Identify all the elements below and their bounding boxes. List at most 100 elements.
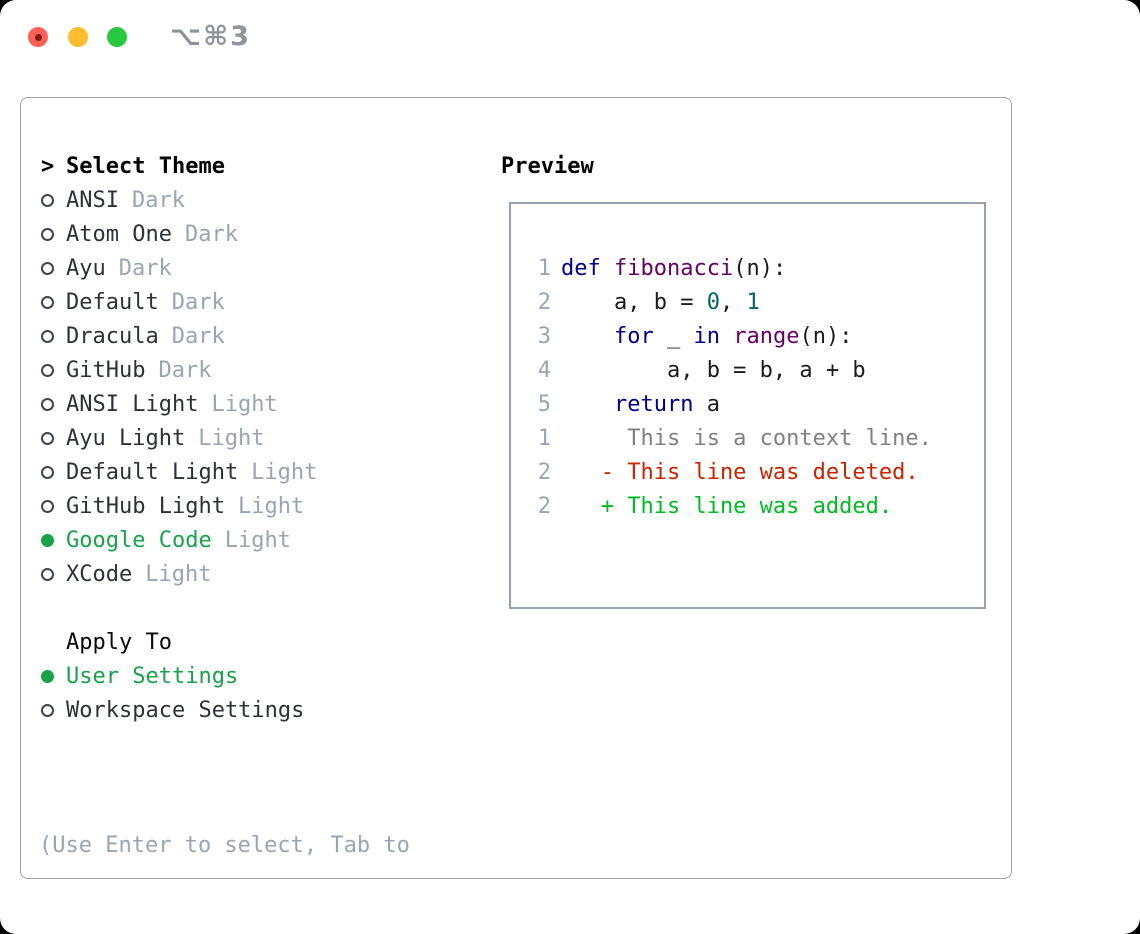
theme-option[interactable]: Atom One Dark [39, 217, 317, 251]
theme-name: Ayu [66, 255, 106, 281]
preview-box: 1 def fibonacci(n): 2 a, b = 0, 1 3 for … [509, 202, 986, 609]
code-token: in [693, 324, 720, 349]
radio-icon [41, 703, 54, 717]
apply-to-title: Apply To [66, 629, 172, 655]
code-line: 1 def fibonacci(n): [523, 252, 984, 286]
theme-name: Default Light [66, 459, 239, 485]
radio-icon [41, 465, 54, 479]
line-number: 5 [537, 392, 551, 417]
code-line: 3 for _ in range(n): [523, 320, 984, 354]
apply-to-option[interactable]: Workspace Settings [39, 693, 304, 727]
radio-icon [41, 193, 54, 207]
theme-variant: Dark [118, 255, 172, 281]
theme-option[interactable]: XCode Light [39, 557, 317, 591]
theme-variant: Light [224, 527, 291, 553]
line-number: 4 [537, 358, 551, 383]
theme-name: Default [66, 289, 159, 315]
code-token: 1 [746, 290, 760, 315]
code-token: fibonacci [614, 256, 734, 281]
line-content: a, b = 0, 1 [561, 286, 760, 320]
theme-name: XCode [66, 561, 133, 587]
preview-title: Preview [501, 153, 594, 179]
line-number: 2 [537, 460, 551, 485]
code-token: def [561, 256, 601, 281]
theme-option[interactable]: ANSI Light Light [39, 387, 317, 421]
select-theme-title: Select Theme [66, 153, 225, 179]
code-line: 4 a, b = b, a + b [523, 354, 984, 388]
apply-to-list: User Settings Workspace Settings [39, 659, 304, 727]
theme-option[interactable]: Ayu Dark [39, 251, 317, 285]
code-line: 2 - This line was deleted. [523, 456, 984, 490]
code-token: , [719, 290, 747, 315]
code-token [720, 324, 733, 349]
theme-variant: Light [198, 425, 265, 451]
line-number: 3 [537, 324, 551, 349]
theme-name: GitHub Light [66, 493, 225, 519]
theme-variant: Light [211, 391, 278, 417]
keyboard-shortcut-label: ⌥⌘3 [170, 21, 251, 52]
line-content: - This line was deleted. [561, 456, 919, 490]
code-token: _ [653, 324, 694, 349]
code-token: This is a context line. [561, 426, 932, 451]
maximize-button[interactable] [107, 27, 127, 47]
theme-variant: Light [145, 561, 212, 587]
code-line: 2 a, b = 0, 1 [523, 286, 984, 320]
theme-picker-panel: > Select Theme ANSI Dark Atom One Dark A… [20, 97, 1012, 879]
theme-variant: Dark [184, 221, 238, 247]
radio-icon [41, 363, 54, 377]
code-line: 2 + This line was added. [523, 490, 984, 524]
code-token: for [613, 324, 654, 349]
line-number: 1 [537, 256, 551, 281]
radio-icon [41, 261, 54, 275]
radio-icon [41, 499, 54, 513]
apply-to-label: Workspace Settings [66, 697, 305, 723]
theme-name: ANSI [66, 187, 119, 213]
minimize-button[interactable] [68, 27, 88, 47]
titlebar: ⌥⌘3 [0, 0, 1140, 97]
theme-variant: Light [237, 493, 305, 519]
code-line: 1 This is a context line. [523, 422, 984, 456]
radio-icon [41, 533, 54, 547]
theme-option[interactable]: Default Dark [39, 285, 317, 319]
close-button[interactable] [28, 27, 48, 47]
radio-icon [41, 227, 54, 241]
theme-option[interactable]: Ayu Light Light [39, 421, 317, 455]
line-content: This is a context line. [561, 422, 932, 456]
line-number: 2 [537, 290, 551, 315]
theme-option[interactable]: GitHub Light Light [39, 489, 317, 523]
code-token: a [693, 392, 720, 417]
theme-name: Google Code [66, 527, 212, 553]
radio-icon [41, 329, 54, 343]
theme-variant: Dark [171, 289, 225, 315]
select-theme-header: > Select Theme [39, 149, 225, 183]
close-dot-icon [34, 33, 42, 41]
theme-option[interactable]: ANSI Dark [39, 183, 317, 217]
theme-name: ANSI Light [66, 391, 199, 417]
line-number: 1 [537, 426, 551, 451]
theme-option[interactable]: GitHub Dark [39, 353, 317, 387]
theme-name: Atom One [66, 221, 172, 247]
selection-caret-icon: > [41, 153, 55, 179]
code-token [561, 392, 614, 417]
theme-option[interactable]: Dracula Dark [39, 319, 317, 353]
apply-to-label: User Settings [66, 663, 239, 689]
line-content: def fibonacci(n): [561, 252, 786, 286]
code-token: (n): [733, 256, 787, 281]
theme-option[interactable]: Default Light Light [39, 455, 317, 489]
code-token: 0 [706, 290, 720, 315]
code-token [561, 324, 614, 349]
apply-to-option[interactable]: User Settings [39, 659, 304, 693]
line-content: + This line was added. [561, 490, 892, 524]
theme-variant: Dark [158, 357, 212, 383]
code-token: + This line was added. [561, 494, 893, 519]
line-content: for _ in range(n): [561, 320, 852, 354]
radio-icon [41, 431, 54, 445]
line-content: return a [561, 388, 720, 422]
theme-option[interactable]: Google Code Light [39, 523, 317, 557]
theme-list: ANSI Dark Atom One Dark Ayu Dark Default… [39, 183, 317, 591]
code-token: range [733, 324, 800, 349]
code-token: return [613, 392, 694, 417]
theme-name: GitHub [66, 357, 146, 383]
theme-variant: Dark [171, 323, 225, 349]
